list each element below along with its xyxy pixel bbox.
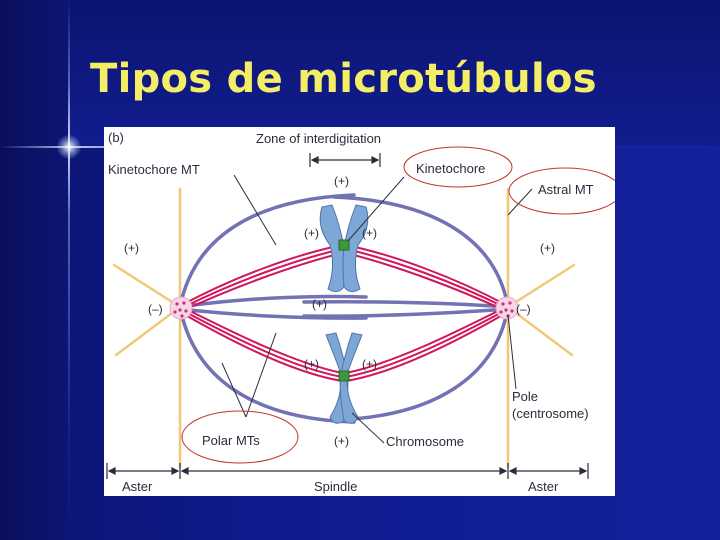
kinetochore-mt-upper-left-3 <box>181 252 343 312</box>
chromatid-upper-left <box>319 204 346 293</box>
astral-mt-left-downleft <box>114 305 182 357</box>
highlight-circles <box>181 146 615 464</box>
label-kinetochore-mt: Kinetochore MT <box>108 162 200 177</box>
leader-pole <box>507 314 517 390</box>
spindle-diagram: (b) Zone of interdigitation Kinetochore … <box>106 130 615 494</box>
polar-microtubules <box>178 193 510 424</box>
label-spindle: Spindle <box>314 479 357 494</box>
astral-mt-left-upleft <box>112 263 182 309</box>
kinetochore-mt-lower-right-2 <box>345 309 507 378</box>
kinetochore-mt-upper-left-1 <box>181 244 343 306</box>
highlight-astral-mt <box>508 167 615 215</box>
kinetochore-mt-lower-right-1 <box>345 306 507 374</box>
astral-mt-right-downright <box>506 305 574 357</box>
sign-plus-lower-kinetochore-right: (+) <box>362 357 377 371</box>
light-flare-vertical <box>68 0 70 540</box>
light-flare-glow <box>57 135 81 159</box>
astral-microtubules <box>112 187 576 469</box>
centrosome-left <box>169 296 193 320</box>
kinetochore-upper <box>338 239 350 251</box>
label-zone-of-interdigitation: Zone of interdigitation <box>256 131 381 146</box>
chromosome-upper <box>319 204 369 293</box>
label-polar-mts: Polar MTs <box>202 433 260 448</box>
slide-left-band <box>0 0 70 540</box>
sign-plus-upper-kinetochore-left: (+) <box>304 226 319 240</box>
kinetochore-mt-upper-right-3 <box>345 252 507 312</box>
panel-label: (b) <box>108 130 124 145</box>
polar-mt-inner-lower-right <box>302 307 510 318</box>
astral-mt-right-upright <box>506 263 576 309</box>
label-chromosome: Chromosome <box>386 434 464 449</box>
polar-mt-outer-top-left <box>178 193 356 309</box>
highlight-kinetochore <box>403 146 513 188</box>
sign-plus-bottom: (+) <box>334 434 349 448</box>
label-aster-right: Aster <box>528 479 559 494</box>
spindle-figure: (b) Zone of interdigitation Kinetochore … <box>104 127 615 496</box>
leader-astral-mt <box>507 188 533 216</box>
polar-mt-outer-bottom-right <box>332 305 510 422</box>
polar-mt-outer-bottom-left <box>178 305 356 424</box>
kinetochore-mt-lower-left-1 <box>181 306 343 374</box>
label-pole: Pole <box>512 389 538 404</box>
slide-top-band <box>70 0 720 145</box>
kinetochore-mt-upper-right-2 <box>345 248 507 309</box>
label-kinetochore: Kinetochore <box>416 161 485 176</box>
sign-plus-center: (+) <box>312 297 327 311</box>
polar-mt-inner-lower-left <box>178 307 368 320</box>
leader-kinetochore <box>347 176 405 242</box>
leader-polar-mts-1 <box>245 332 277 418</box>
kinetochore-lower <box>338 370 350 382</box>
kinetochore-mt-upper-right-1 <box>345 244 507 306</box>
region-brackets <box>106 463 589 479</box>
polar-mt-outer-top-right <box>332 195 510 309</box>
highlight-polar-mts <box>181 410 299 464</box>
leader-kinetochore-mt <box>233 174 277 246</box>
leader-lines <box>221 174 533 444</box>
leader-polar-mts-2 <box>221 362 247 418</box>
sign-minus-left: (–) <box>148 302 163 316</box>
kinetochore-mt-lower-left-3 <box>181 312 343 382</box>
label-astral-mt: Astral MT <box>538 182 594 197</box>
slide-title: Tipos de microtúbulos <box>90 56 597 102</box>
sign-plus-lower-kinetochore-left: (+) <box>304 357 319 371</box>
kinetochore-microtubules <box>181 244 507 382</box>
chromatid-upper-right <box>342 204 369 293</box>
leader-chromosome <box>351 412 385 444</box>
sign-plus-upper-kinetochore-right: (+) <box>362 226 377 240</box>
chromosome-lower <box>325 332 363 424</box>
kinetochore-mt-lower-right-3 <box>345 312 507 382</box>
centrosome-right <box>495 296 519 320</box>
kinetochore-mt-upper-left-2 <box>181 248 343 309</box>
zone-bracket <box>309 153 381 167</box>
sign-plus-right: (+) <box>540 241 555 255</box>
label-centrosome: (centrosome) <box>512 406 589 421</box>
kinetochore-mt-lower-left-2 <box>181 309 343 378</box>
label-aster-left: Aster <box>122 479 153 494</box>
polar-mt-inner-upper-left <box>178 294 368 309</box>
sign-plus-top: (+) <box>334 174 349 188</box>
sign-plus-left: (+) <box>124 241 139 255</box>
sign-minus-right: (–) <box>516 302 531 316</box>
polar-mt-inner-upper-right <box>302 300 510 309</box>
